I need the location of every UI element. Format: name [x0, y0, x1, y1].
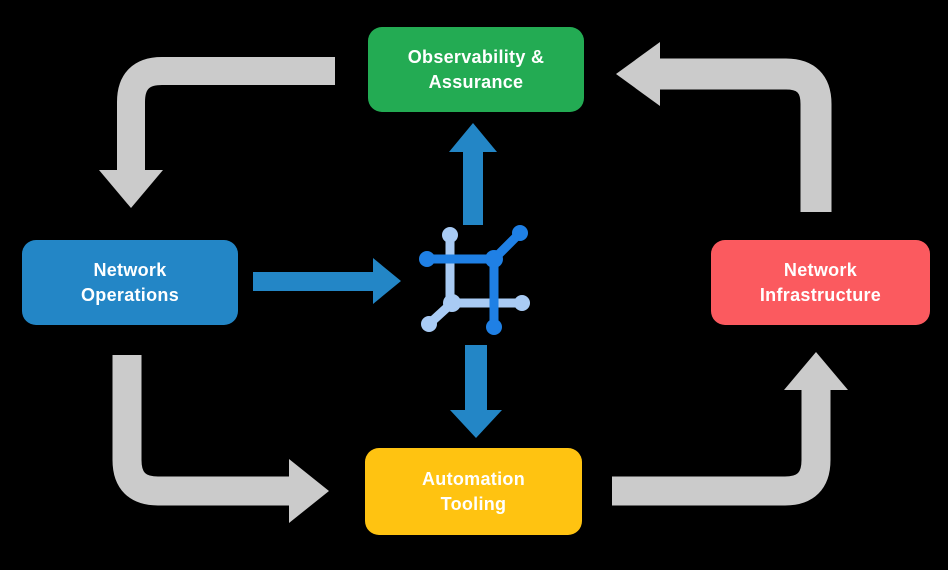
arrow-center-to-automation — [450, 345, 502, 438]
node-network-infrastructure: Network Infrastructure — [711, 240, 930, 325]
node-automation-tooling: Automation Tooling — [365, 448, 582, 535]
network-hub-icon — [419, 225, 530, 335]
arrow-observability-to-operations — [99, 57, 335, 208]
arrow-operations-to-center — [253, 258, 401, 304]
arrow-infrastructure-to-observability — [616, 42, 832, 212]
node-observability-assurance: Observability & Assurance — [368, 27, 584, 112]
arrow-automation-to-infrastructure — [612, 352, 848, 506]
node-network-operations: Network Operations — [22, 240, 238, 325]
arrow-operations-to-automation — [112, 355, 329, 523]
arrow-center-to-observability — [449, 123, 497, 225]
